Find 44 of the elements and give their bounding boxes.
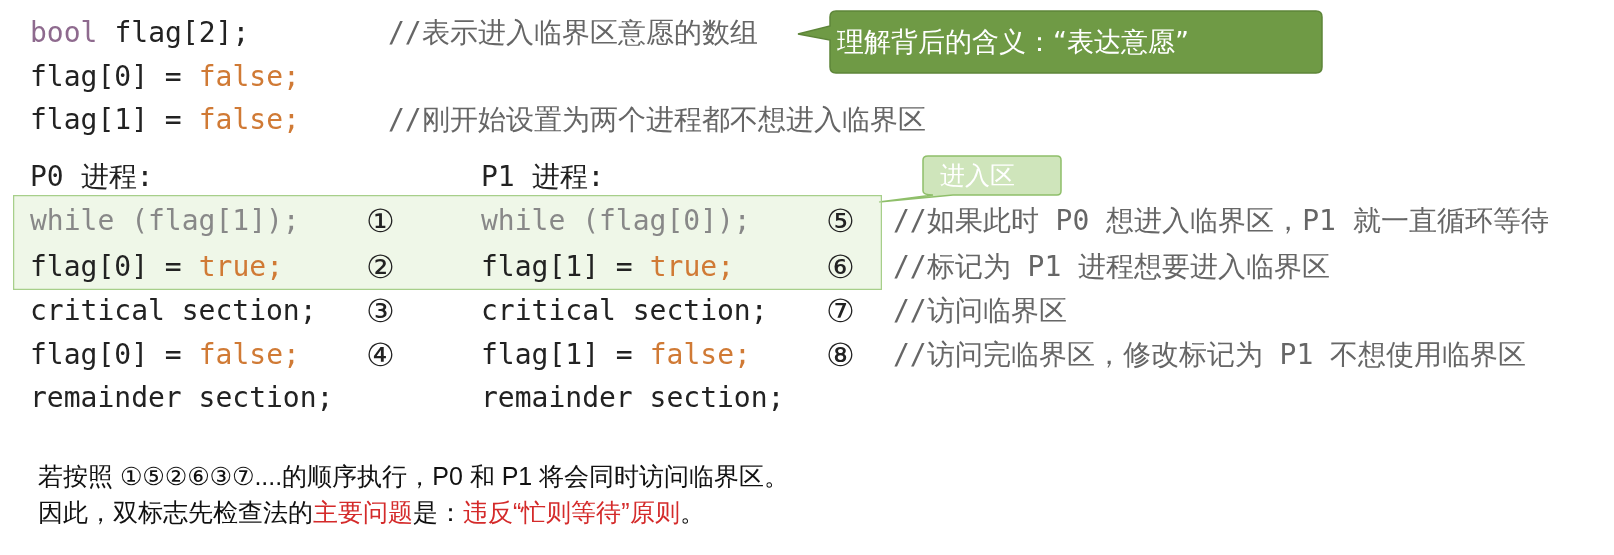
code-text: while (flag[0]); [481, 203, 751, 239]
code-comment: //刚开始设置为两个进程都不想进入临界区 [388, 102, 926, 138]
step-number: ⑥ [826, 249, 855, 285]
step-number: ⑤ [826, 203, 855, 239]
note-text: 违反“忙则等待”原则 [463, 497, 680, 528]
note-text: 是： [413, 497, 463, 528]
note-text: 因此，双标志先检查法的 [38, 497, 313, 528]
process-heading: P0 进程: [30, 159, 154, 195]
code-text: false; [198, 102, 300, 138]
code-text: remainder section; [30, 380, 334, 416]
code-text: true; [649, 249, 734, 285]
code-text: true; [198, 249, 283, 285]
code-text: critical section; [481, 293, 768, 329]
note-text: 。 [679, 497, 705, 528]
code-text: flag[2]; [114, 15, 250, 51]
code-comment: //访问完临界区，修改标记为 P1 不想使用临界区 [893, 337, 1527, 373]
step-number: ④ [366, 337, 395, 373]
code-comment: //如果此时 P0 想进入临界区，P1 就一直循环等待 [893, 203, 1549, 239]
step-number: ① [366, 203, 395, 239]
process-heading: P1 进程: [481, 159, 605, 195]
step-number: ⑧ [826, 337, 855, 373]
code-text: bool [30, 15, 98, 51]
code-text: false; [198, 59, 300, 95]
code-comment: //表示进入临界区意愿的数组 [388, 15, 758, 51]
note-text: 若按照 ①⑤②⑥③⑦....的顺序执行，P0 和 P1 将会同时访问临界区。 [38, 461, 790, 492]
code-text: false; [649, 337, 751, 373]
callout-text: 理解背后的含义：“表达意愿” [837, 25, 1189, 59]
code-text: flag[1] = [30, 102, 182, 138]
code-comment: //标记为 P1 进程想要进入临界区 [893, 249, 1331, 285]
code-text: flag[0] = [30, 59, 182, 95]
code-comment: //访问临界区 [893, 293, 1067, 329]
code-text: while (flag[1]); [30, 203, 300, 239]
step-number: ⑦ [826, 293, 855, 329]
callout-text: 进入区 [940, 160, 1015, 192]
code-text: flag[1] = [481, 249, 633, 285]
code-text: critical section; [30, 293, 317, 329]
step-number: ② [366, 249, 395, 285]
code-text: flag[0] = [30, 337, 182, 373]
code-text: flag[1] = [481, 337, 633, 373]
code-text: remainder section; [481, 380, 785, 416]
code-text: flag[0] = [30, 249, 182, 285]
step-number: ③ [366, 293, 395, 329]
note-text: 主要问题 [313, 497, 413, 528]
code-text: false; [198, 337, 300, 373]
